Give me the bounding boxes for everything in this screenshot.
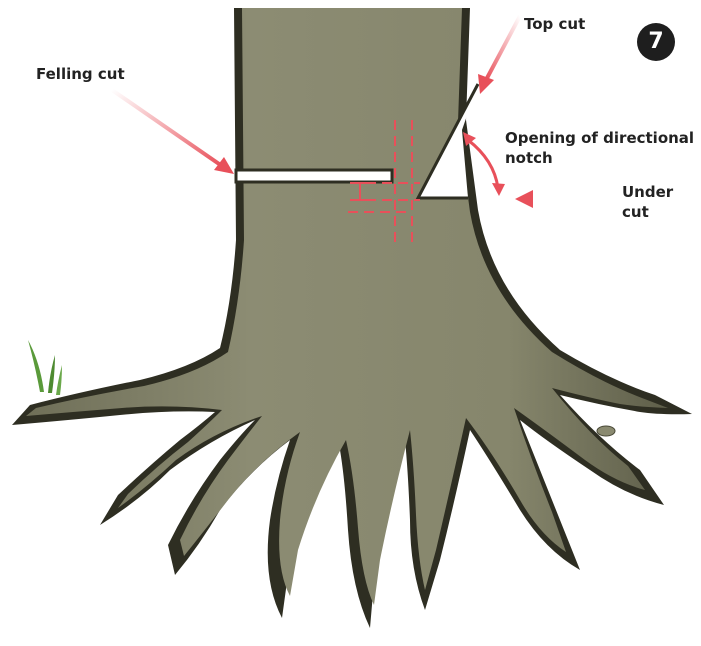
grass-tuft — [28, 340, 62, 395]
felling-cut-label: Felling cut — [36, 64, 125, 84]
opening-label-line1: Opening of directional — [505, 128, 694, 148]
under-cut-label-line1: Under — [622, 182, 673, 202]
under-cut-arrow — [515, 190, 600, 208]
opening-label-line2: notch — [505, 148, 694, 168]
top-cut-arrow — [478, 16, 520, 94]
under-cut-label-line2: cut — [622, 202, 673, 222]
opening-notch-label: Opening of directional notch — [505, 128, 694, 168]
tree-trunk — [12, 8, 692, 628]
felling-cut-arrow — [112, 90, 234, 174]
felling-cut-slot — [236, 170, 392, 182]
stone — [597, 426, 615, 436]
top-cut-label: Top cut — [524, 14, 585, 34]
step-number-badge: 7 — [637, 23, 675, 61]
under-cut-label: Under cut — [622, 182, 673, 222]
